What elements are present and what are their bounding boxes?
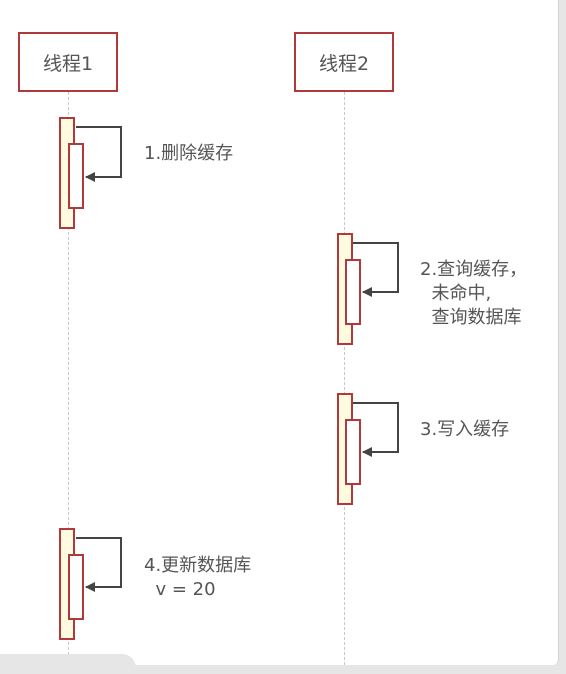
self-message-arrows [76, 126, 399, 592]
lane-thread-2-header: 线程2 [294, 32, 394, 92]
diagram-canvas: 线程1 线程2 1.删除缓存 2.查询缓存， 未命中, 查询数据库 3.写入缓存… [0, 0, 559, 665]
activation-inner-step-1 [68, 143, 84, 209]
lifeline-thread-1 [68, 92, 69, 665]
step-4-label: 4.更新数据库 v = 20 [144, 555, 252, 600]
self-message-arrow-step-2 [353, 242, 399, 297]
step-1-label: 1.删除缓存 [144, 143, 234, 164]
self-message-arrow-step-1 [76, 126, 122, 182]
self-message-arrow-step-3 [353, 402, 399, 457]
activation-inner-step-4 [68, 554, 84, 620]
lifeline-thread-2 [344, 92, 345, 665]
self-message-arrow-step-4 [76, 537, 122, 592]
activation-inner-step-2 [345, 259, 361, 325]
lane-thread-1-header: 线程1 [18, 32, 118, 92]
corner-tab [0, 654, 136, 674]
step-2-label: 2.查询缓存， 未命中, 查询数据库 [420, 259, 528, 328]
activation-inner-step-3 [345, 419, 361, 485]
step-3-label: 3.写入缓存 [420, 419, 510, 440]
